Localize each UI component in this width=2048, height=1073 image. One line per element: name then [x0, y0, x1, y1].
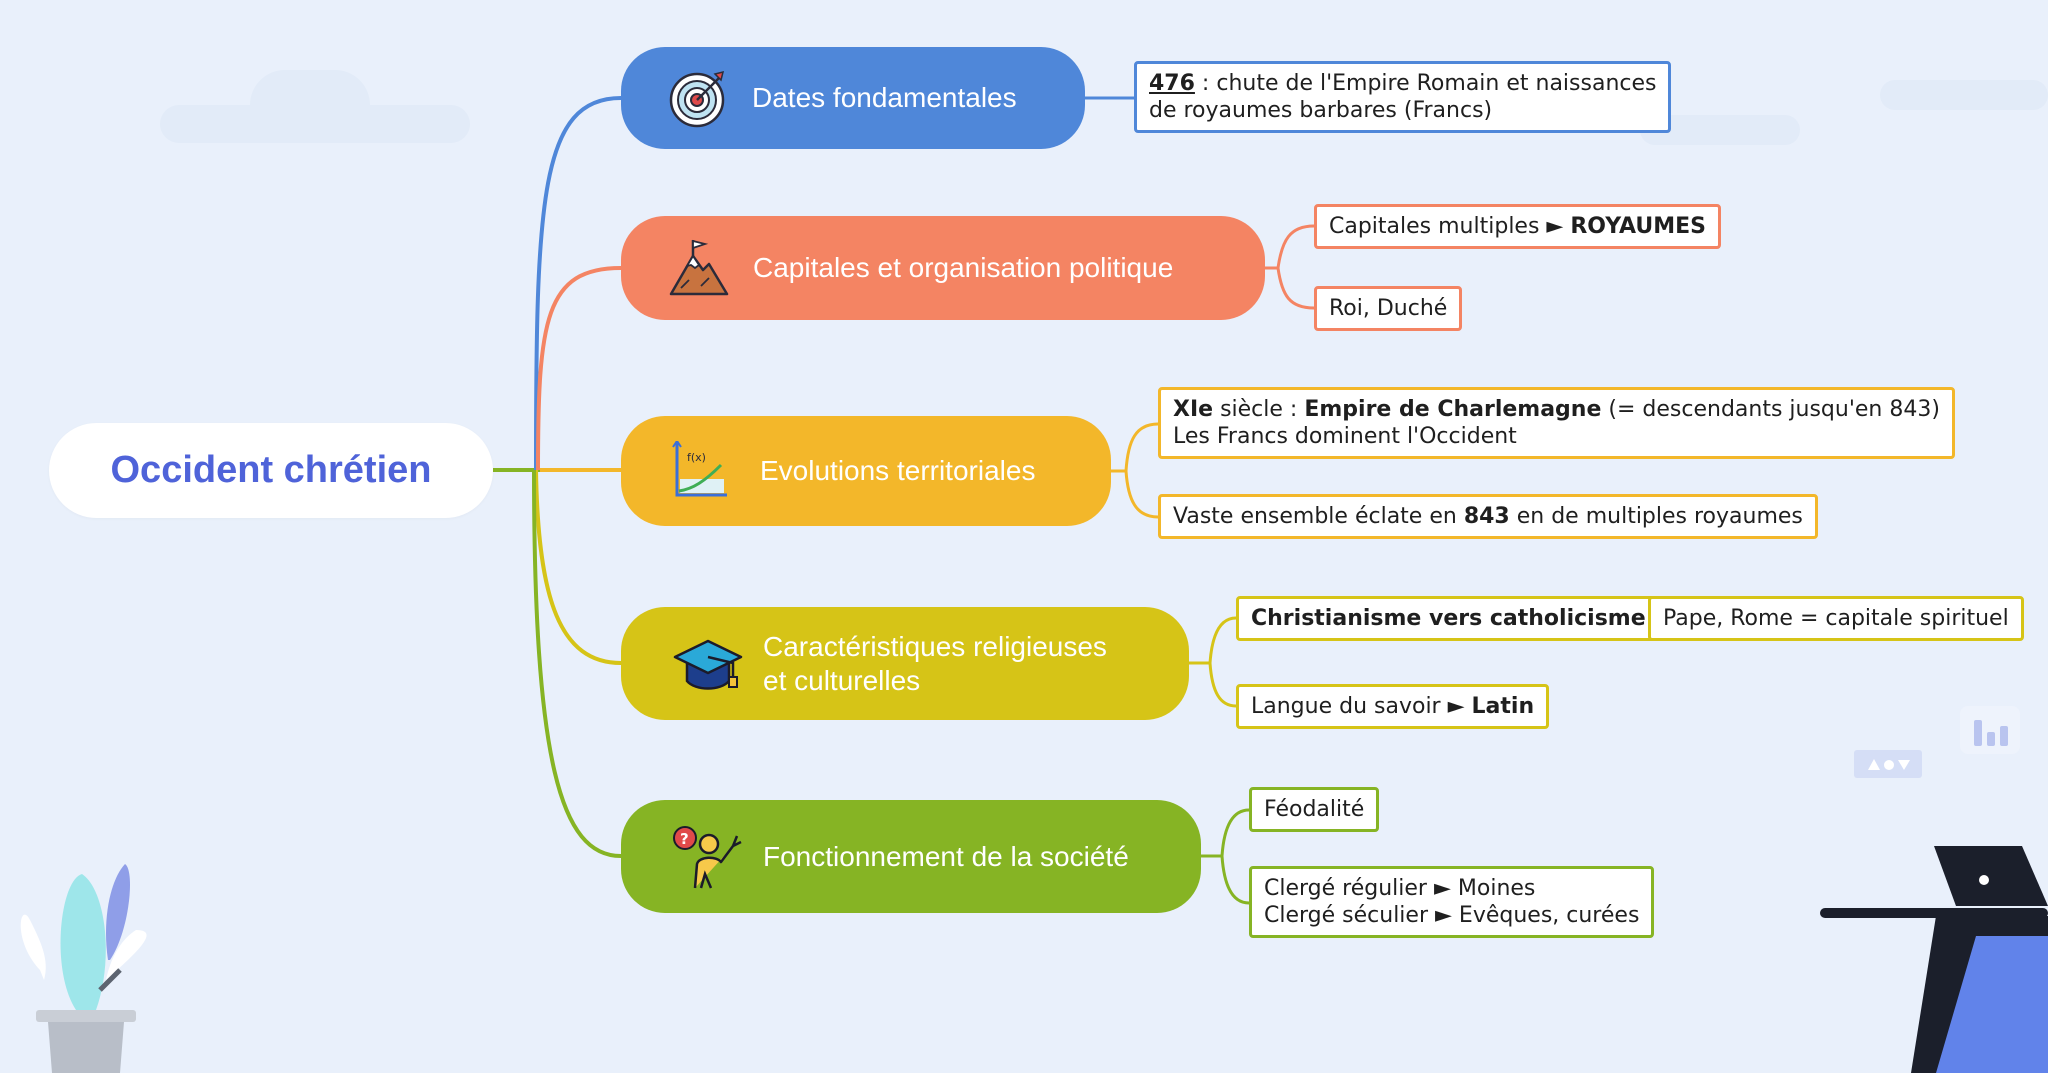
- function-graph-icon: f(x): [672, 441, 727, 497]
- branch-evolutions-territoriales[interactable]: f(x) Evolutions territoriales: [621, 416, 1111, 526]
- central-topic[interactable]: Occident chrétien: [49, 423, 493, 518]
- branch-label-line2: et culturelles: [763, 664, 921, 696]
- leaf-bold: Empire de Charlemagne: [1304, 397, 1602, 422]
- leaf-capitales-multiples[interactable]: Capitales multiples ► ROYAUMES: [1314, 204, 1722, 249]
- leaf-text: Moines: [1457, 876, 1536, 901]
- leaf-text: chute de l'Empire Romain et naissances: [1216, 71, 1657, 96]
- leaf-clerge[interactable]: Clergé régulier ► Moines Clergé séculier…: [1249, 866, 1655, 938]
- central-topic-label: Occident chrétien: [110, 449, 432, 491]
- leaf-line: 476 : chute de l'Empire Romain et naissa…: [1149, 70, 1656, 97]
- mountain-flag-icon: [669, 239, 729, 296]
- leaf-year: 476: [1149, 71, 1195, 96]
- svg-text:f(x): f(x): [687, 451, 706, 464]
- target-icon: [669, 70, 725, 128]
- leaf-text: Langue du savoir: [1251, 694, 1441, 719]
- branch-label: Evolutions territoriales: [760, 455, 1036, 486]
- leaf-text: :: [1194, 71, 1217, 96]
- leaf-text: (= descendants jusqu'en 843): [1601, 397, 1940, 422]
- leaf-text: Vaste ensemble éclate en: [1173, 504, 1464, 529]
- branch-dates-fondamentales[interactable]: Dates fondamentales: [621, 47, 1085, 149]
- person-laptop-illustration: [1820, 846, 2048, 1073]
- leaf-bold: XIe: [1173, 397, 1214, 422]
- branch-label: Capitales et organisation politique: [753, 252, 1174, 283]
- bar-chart-icon: [1960, 706, 2020, 754]
- branch-label: Caractéristiques religieuses et culturel…: [763, 630, 1107, 698]
- leaf-text: Pape, Rome = capitale spirituel: [1663, 606, 2009, 631]
- leaf-vaste-ensemble[interactable]: Vaste ensemble éclate en 843 en de multi…: [1158, 494, 1818, 539]
- branch-fonctionnement-societe[interactable]: ? Fonctionnement de la société: [621, 800, 1201, 913]
- svg-text:?: ?: [680, 830, 689, 848]
- leaf-roi-duche[interactable]: Roi, Duché: [1314, 286, 1463, 331]
- person-question-icon: ?: [673, 825, 742, 888]
- leaf-bold: ROYAUMES: [1570, 214, 1707, 239]
- branch-capitales-organisation[interactable]: Capitales et organisation politique: [621, 216, 1265, 320]
- leaf-arrow: ►: [1428, 903, 1459, 928]
- leaf-pape-rome[interactable]: Pape, Rome = capitale spirituel: [1648, 596, 2024, 641]
- branch-label: Dates fondamentales: [752, 82, 1017, 113]
- leaf-langue-savoir[interactable]: Langue du savoir ► Latin: [1236, 684, 1550, 729]
- branch-label-line1: Caractéristiques religieuses: [763, 630, 1107, 662]
- leaf-line: Clergé séculier ► Evêques, curées: [1264, 902, 1639, 929]
- leaf-text: Clergé régulier: [1264, 876, 1427, 901]
- leaf-text: en de multiples royaumes: [1509, 504, 1803, 529]
- leaf-bold: 843: [1463, 504, 1510, 529]
- leaf-text: Evêques, curées: [1458, 903, 1640, 928]
- graduation-cap-icon: [673, 639, 743, 690]
- leaf-line: Les Francs dominent l'Occident: [1173, 424, 1517, 449]
- leaf-line: XIe siècle : Empire de Charlemagne (= de…: [1173, 396, 1940, 423]
- leaf-476[interactable]: 476 : chute de l'Empire Romain et naissa…: [1134, 61, 1672, 133]
- leaf-line: de royaumes barbares (Francs): [1149, 98, 1493, 123]
- leaf-bold: Christianisme vers catholicisme: [1251, 606, 1646, 631]
- cloud-decoration: [250, 70, 370, 140]
- plant-illustration: [20, 864, 147, 1073]
- leaf-text: Capitales multiples: [1329, 214, 1540, 239]
- leaf-line: Clergé régulier ► Moines: [1264, 875, 1639, 902]
- leaf-text: Clergé séculier: [1264, 903, 1429, 928]
- leaf-text: Féodalité: [1264, 797, 1365, 822]
- leaf-arrow: ►: [1539, 214, 1571, 239]
- branch-caracteristiques-religieuses[interactable]: Caractéristiques religieuses et culturel…: [621, 607, 1189, 720]
- shape-widget-icon: [1854, 750, 1922, 778]
- leaf-text: siècle :: [1213, 397, 1305, 422]
- cloud-decoration: [1880, 80, 2048, 110]
- leaf-arrow: ►: [1426, 876, 1458, 901]
- leaf-arrow: ►: [1440, 694, 1472, 719]
- leaf-feodalite[interactable]: Féodalité: [1249, 787, 1380, 832]
- branch-label: Fonctionnement de la société: [763, 840, 1129, 872]
- leaf-christianisme[interactable]: Christianisme vers catholicisme: [1236, 596, 1661, 641]
- leaf-charlemagne[interactable]: XIe siècle : Empire de Charlemagne (= de…: [1158, 387, 1955, 459]
- leaf-text: Roi, Duché: [1329, 296, 1448, 321]
- leaf-bold: Latin: [1471, 694, 1535, 719]
